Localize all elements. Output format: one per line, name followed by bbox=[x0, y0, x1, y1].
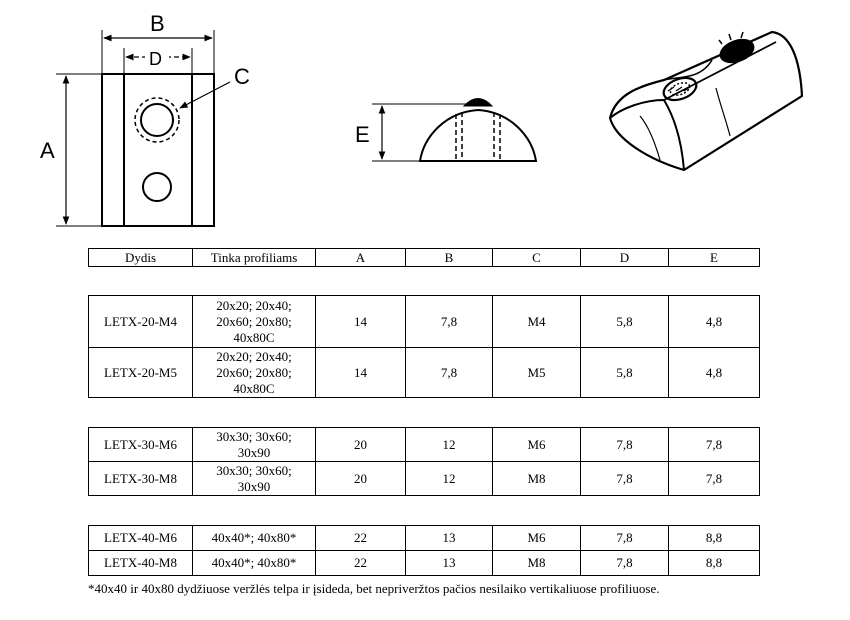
table-row: LETX-20-M4 20x20; 20x40; 20x60; 20x80; 4… bbox=[88, 295, 760, 348]
table-row: LETX-40-M8 40x40*; 40x80* 22 13 M8 7,8 8… bbox=[88, 550, 760, 576]
header-e: E bbox=[668, 248, 760, 267]
cell-profiles: 40x40*; 40x80* bbox=[192, 550, 316, 576]
cell-b: 7,8 bbox=[405, 347, 493, 398]
cell-dydis: LETX-40-M8 bbox=[88, 550, 193, 576]
profile-line: 40x80C bbox=[233, 329, 275, 345]
cell-d: 7,8 bbox=[580, 550, 669, 576]
front-view bbox=[56, 30, 231, 227]
through-hole bbox=[142, 172, 172, 202]
cell-a: 20 bbox=[315, 427, 406, 462]
header-tinka-profiliams: Tinka profiliams bbox=[192, 248, 316, 267]
cell-dydis: LETX-30-M8 bbox=[88, 461, 193, 496]
cell-b: 13 bbox=[405, 550, 493, 576]
cell-b: 7,8 bbox=[405, 295, 493, 348]
label-d: D bbox=[149, 49, 162, 69]
cell-e: 7,8 bbox=[668, 461, 760, 496]
header-c: C bbox=[492, 248, 581, 267]
label-c: C bbox=[234, 64, 250, 89]
technical-drawing: B D A C E bbox=[40, 11, 804, 227]
profile-line: 30x90 bbox=[237, 478, 271, 494]
cell-a: 20 bbox=[315, 461, 406, 496]
cell-d: 5,8 bbox=[580, 295, 669, 348]
cell-e: 8,8 bbox=[668, 525, 760, 551]
side-profile bbox=[418, 108, 538, 162]
profile-line: 40x40*; 40x80* bbox=[211, 555, 297, 570]
cell-dydis: LETX-40-M6 bbox=[88, 525, 193, 551]
profile-line: 20x60; 20x80; bbox=[216, 313, 292, 329]
cell-e: 4,8 bbox=[668, 295, 760, 348]
nut-outline bbox=[101, 73, 215, 227]
side-screw-head bbox=[462, 98, 494, 107]
cell-d: 5,8 bbox=[580, 347, 669, 398]
side-view bbox=[372, 98, 538, 162]
cell-a: 14 bbox=[315, 347, 406, 398]
header-row: Dydis Tinka profiliams A B C D E bbox=[88, 248, 760, 267]
cell-profiles: 40x40*; 40x80* bbox=[192, 525, 316, 551]
cell-c: M4 bbox=[492, 295, 581, 348]
threaded-hole-inner bbox=[140, 103, 174, 137]
table-row: LETX-20-M5 20x20; 20x40; 20x60; 20x80; 4… bbox=[88, 347, 760, 398]
profile-line: 20x20; 20x40; bbox=[216, 297, 292, 313]
table-row: LETX-40-M6 40x40*; 40x80* 22 13 M6 7,8 8… bbox=[88, 525, 760, 551]
label-e: E bbox=[355, 122, 370, 147]
isometric-view bbox=[608, 30, 804, 172]
cell-e: 7,8 bbox=[668, 427, 760, 462]
profile-line: 30x30; 30x60; bbox=[216, 428, 292, 444]
cell-d: 7,8 bbox=[580, 525, 669, 551]
header-b: B bbox=[405, 248, 493, 267]
cell-a: 22 bbox=[315, 550, 406, 576]
header-dydis: Dydis bbox=[88, 248, 193, 267]
cell-a: 22 bbox=[315, 525, 406, 551]
cell-a: 14 bbox=[315, 295, 406, 348]
cell-dydis: LETX-20-M5 bbox=[88, 347, 193, 398]
spec-group-20: LETX-20-M4 20x20; 20x40; 20x60; 20x80; 4… bbox=[88, 295, 760, 398]
spec-table: Dydis Tinka profiliams A B C D E bbox=[88, 248, 760, 267]
cell-b: 12 bbox=[405, 461, 493, 496]
cell-c: M6 bbox=[492, 427, 581, 462]
cell-c: M8 bbox=[492, 461, 581, 496]
iso-body bbox=[608, 30, 804, 172]
cell-c: M5 bbox=[492, 347, 581, 398]
leader-c-line bbox=[179, 81, 231, 109]
cell-dydis: LETX-20-M4 bbox=[88, 295, 193, 348]
profile-line: 30x30; 30x60; bbox=[216, 462, 292, 478]
iso-threaded-hole bbox=[662, 76, 698, 102]
cell-b: 12 bbox=[405, 427, 493, 462]
threaded-hole-outer bbox=[134, 97, 180, 143]
cell-dydis: LETX-30-M6 bbox=[88, 427, 193, 462]
cell-profiles: 20x20; 20x40; 20x60; 20x80; 40x80C bbox=[192, 347, 316, 398]
spec-group-30: LETX-30-M6 30x30; 30x60; 30x90 20 12 M6 … bbox=[88, 427, 760, 496]
cell-c: M6 bbox=[492, 525, 581, 551]
header-a: A bbox=[315, 248, 406, 267]
cell-profiles: 20x20; 20x40; 20x60; 20x80; 40x80C bbox=[192, 295, 316, 348]
cell-profiles: 30x30; 30x60; 30x90 bbox=[192, 461, 316, 496]
profile-line: 30x90 bbox=[237, 444, 271, 460]
label-a: A bbox=[40, 138, 55, 163]
iso-screw-head bbox=[719, 38, 755, 64]
cell-e: 4,8 bbox=[668, 347, 760, 398]
spec-group-40: LETX-40-M6 40x40*; 40x80* 22 13 M6 7,8 8… bbox=[88, 525, 760, 576]
table-row: LETX-30-M8 30x30; 30x60; 30x90 20 12 M8 … bbox=[88, 461, 760, 496]
cell-e: 8,8 bbox=[668, 550, 760, 576]
cell-c: M8 bbox=[492, 550, 581, 576]
profile-line: 40x40*; 40x80* bbox=[211, 530, 297, 545]
table-row: LETX-30-M6 30x30; 30x60; 30x90 20 12 M6 … bbox=[88, 427, 760, 462]
profile-line: 20x60; 20x80; bbox=[216, 364, 292, 380]
profile-line: 20x20; 20x40; bbox=[216, 348, 292, 364]
footnote: *40x40 ir 40x80 dydžiuose veržlės telpa … bbox=[88, 581, 660, 596]
header-d: D bbox=[580, 248, 669, 267]
cell-profiles: 30x30; 30x60; 30x90 bbox=[192, 427, 316, 462]
label-b: B bbox=[150, 11, 165, 36]
cell-b: 13 bbox=[405, 525, 493, 551]
cell-d: 7,8 bbox=[580, 427, 669, 462]
profile-line: 40x80C bbox=[233, 380, 275, 396]
cell-d: 7,8 bbox=[580, 461, 669, 496]
